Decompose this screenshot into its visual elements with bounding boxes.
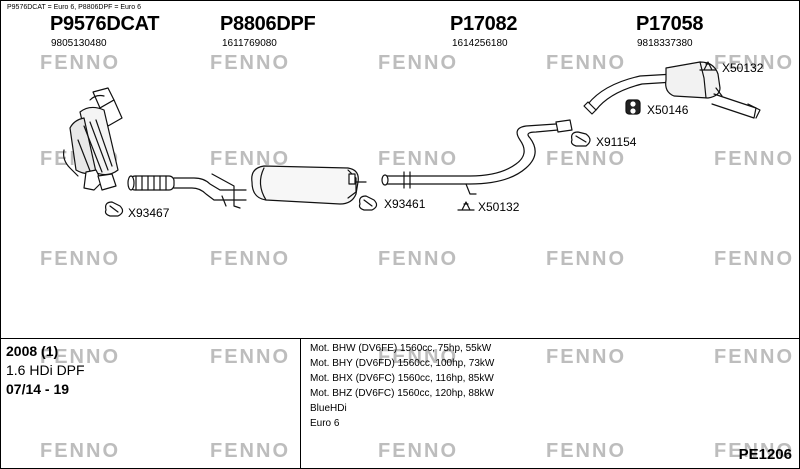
engine-line: BlueHDi	[310, 403, 347, 414]
system-code: PE1206	[738, 446, 792, 463]
watermark: FENNO	[40, 248, 120, 270]
oem-number-dpf: 1611769080	[222, 38, 277, 49]
vehicle-engine: 1.6 HDi DPF	[6, 362, 85, 378]
engine-line: Euro 6	[310, 418, 340, 429]
watermark: FENNO	[210, 148, 290, 170]
front-pipe-part[interactable]	[173, 173, 247, 209]
watermark: FENNO	[714, 148, 794, 170]
oem-number-catalyst: 9805130480	[51, 38, 107, 49]
watermark: FENNO	[714, 52, 794, 74]
engine-line: Mot. BHY (DV6FD) 1560cc, 100hp, 73kW	[310, 358, 495, 369]
watermark: FENNO	[546, 52, 626, 74]
watermark: FENNO	[210, 346, 290, 368]
watermark: FENNO	[40, 440, 120, 462]
divider-horizontal	[0, 338, 800, 339]
oem-number-rear-silencer: 9818337380	[637, 38, 693, 49]
dpf-silencer-part[interactable]	[251, 165, 367, 205]
watermark: FENNO	[210, 440, 290, 462]
header-note: P9576DCAT = Euro 6, P8806DPF = Euro 6	[7, 4, 141, 11]
part-number-catalyst[interactable]: P9576DCAT	[50, 13, 160, 35]
watermark: FENNO	[40, 52, 120, 74]
watermark: FENNO	[378, 346, 458, 368]
accessory-label-x50146[interactable]: X50146	[647, 103, 689, 117]
clamp-x91154[interactable]	[570, 131, 591, 147]
watermark: FENNO	[378, 440, 458, 462]
watermark: FENNO	[546, 148, 626, 170]
clamp-x93461[interactable]	[358, 195, 378, 211]
watermark: FENNO	[210, 52, 290, 74]
vehicle-model: 2008 (1)	[6, 343, 59, 359]
part-number-rear-silencer[interactable]: P17058	[636, 13, 704, 35]
rear-silencer-part[interactable]	[583, 61, 761, 119]
watermark: FENNO	[546, 248, 626, 270]
watermark: FENNO	[714, 248, 794, 270]
hanger-x50132-middle[interactable]	[457, 201, 475, 211]
watermark: FENNO	[546, 440, 626, 462]
divider-vertical	[300, 338, 301, 469]
clamp-x93467[interactable]	[104, 201, 124, 217]
watermark: FENNO	[378, 248, 458, 270]
accessory-label-x93461[interactable]: X93461	[384, 197, 426, 211]
accessory-label-x93467[interactable]: X93467	[128, 206, 170, 220]
watermark: FENNO	[714, 346, 794, 368]
watermark: FENNO	[378, 52, 458, 74]
watermark: FENNO	[210, 248, 290, 270]
hanger-x50146[interactable]	[625, 99, 641, 115]
watermark: FENNO	[378, 148, 458, 170]
accessory-label-x91154[interactable]: X91154	[596, 135, 637, 149]
flex-pipe-part[interactable]	[127, 175, 175, 191]
engine-line: Mot. BHW (DV6FE) 1560cc, 75hp, 55kW	[310, 343, 492, 354]
accessory-label-x50132-rear[interactable]: X50132	[722, 61, 764, 75]
watermark: FENNO	[40, 346, 120, 368]
engine-line: Mot. BHX (DV6FC) 1560cc, 116hp, 85kW	[310, 373, 494, 384]
watermark: FENNO	[546, 346, 626, 368]
oem-number-middle-pipe: 1614256180	[452, 38, 508, 49]
engine-line: Mot. BHZ (DV6FC) 1560cc, 120hp, 88kW	[310, 388, 494, 399]
middle-pipe-part[interactable]	[381, 119, 573, 195]
part-number-dpf[interactable]: P8806DPF	[220, 13, 316, 35]
vehicle-dates: 07/14 - 19	[6, 381, 70, 397]
hanger-x50132-rear[interactable]	[699, 61, 717, 71]
exhaust-system-drawing	[63, 61, 761, 217]
part-number-middle-pipe[interactable]: P17082	[450, 13, 518, 35]
watermark: FENNO	[714, 440, 794, 462]
catalytic-converter-part[interactable]	[63, 87, 123, 191]
accessory-label-x50132-middle[interactable]: X50132	[478, 200, 520, 214]
